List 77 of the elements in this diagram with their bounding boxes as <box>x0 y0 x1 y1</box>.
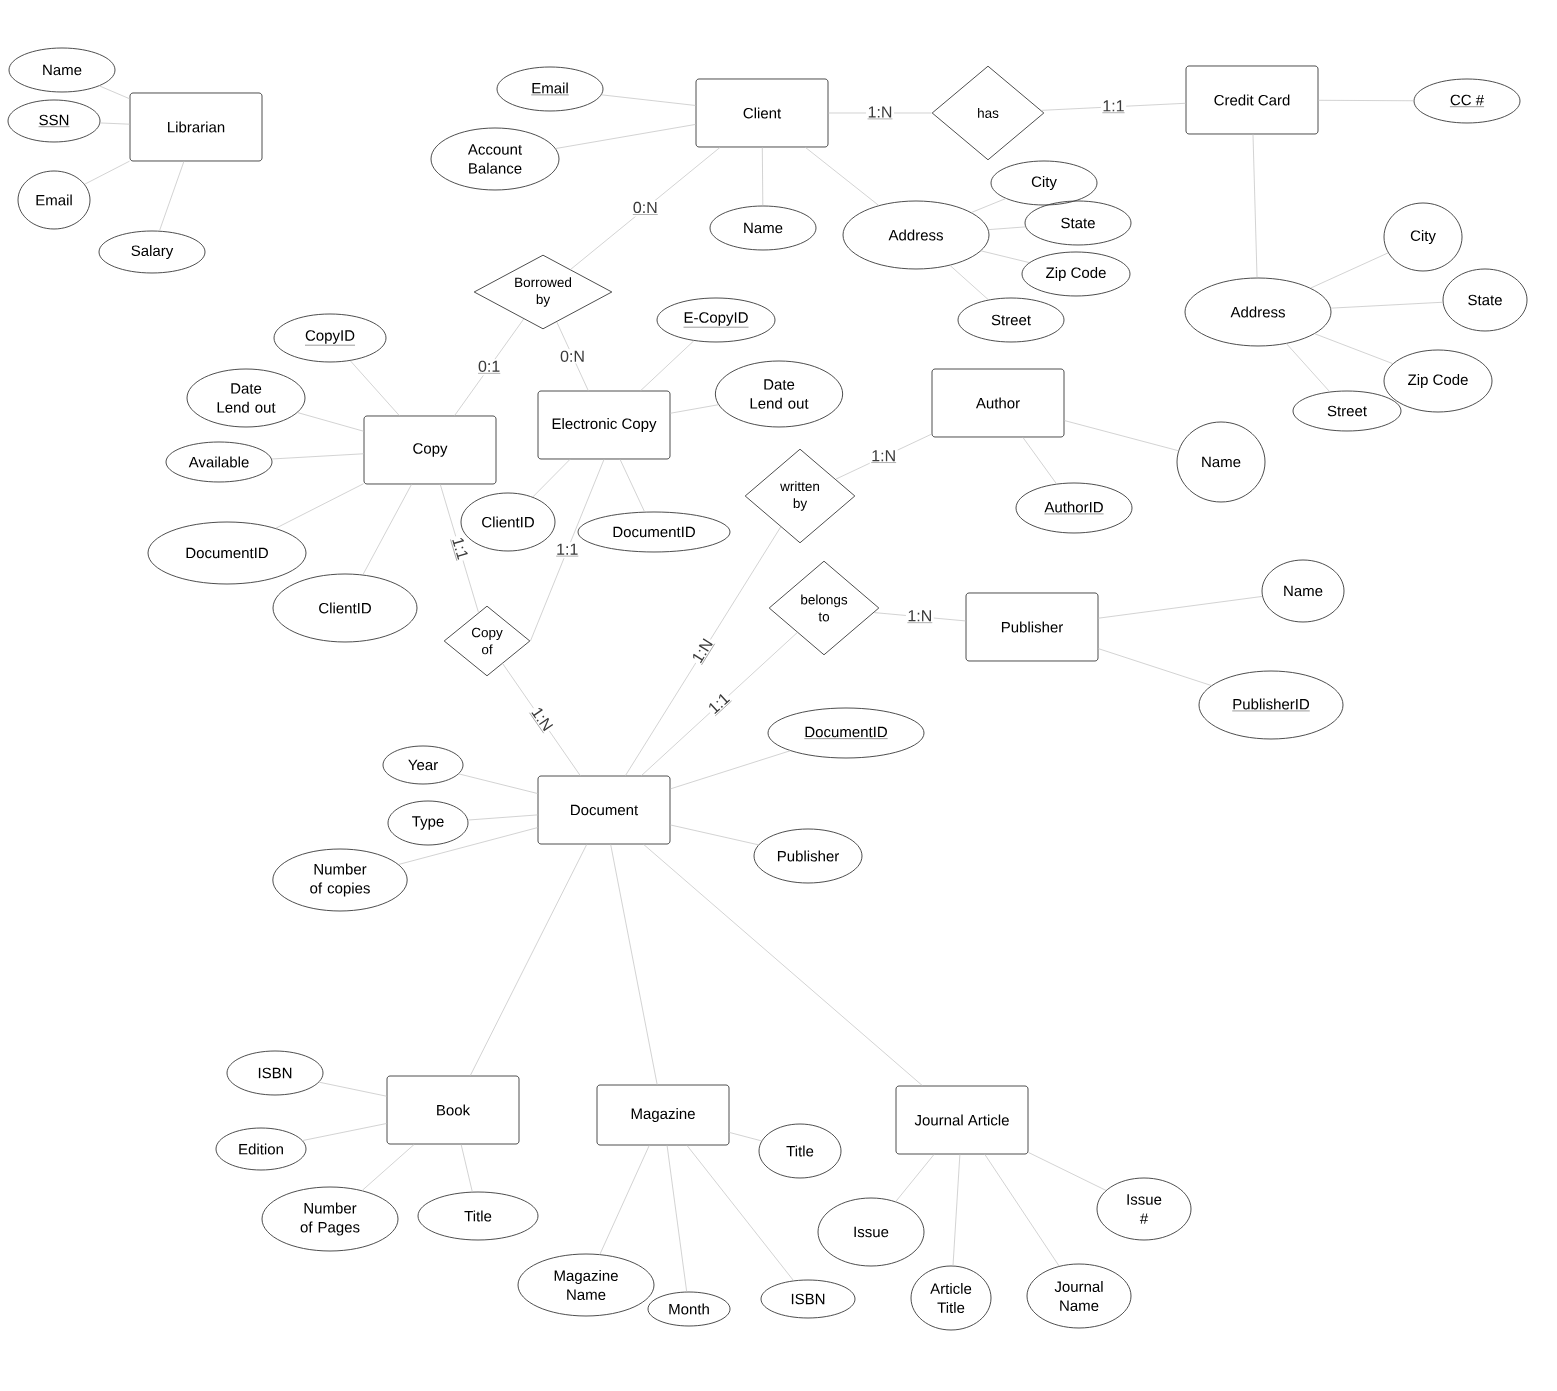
entity-box: Copy <box>363 415 497 485</box>
connector-line <box>1022 437 1057 485</box>
connector-line <box>302 1123 387 1141</box>
connector-line <box>318 1081 387 1097</box>
connector-line <box>99 122 130 125</box>
connector-line <box>729 1132 762 1142</box>
connector-line <box>1252 134 1258 278</box>
entity-box: Librarian <box>129 92 263 162</box>
connector-line <box>805 147 879 206</box>
connector-line <box>297 412 364 432</box>
entity-box: Client <box>695 78 829 148</box>
connector-line <box>1330 301 1444 309</box>
entity-box: Journal Article <box>895 1085 1029 1155</box>
cardinality-label: 1:N <box>905 608 934 625</box>
cardinality-label: 1:N <box>526 703 556 736</box>
connector-line <box>610 844 658 1085</box>
connector-line <box>980 250 1030 263</box>
connector-line <box>601 94 696 106</box>
cardinality-label: 1:1 <box>704 689 735 719</box>
cardinality-label: 0:N <box>631 200 660 217</box>
connector-line <box>1314 333 1394 364</box>
cardinality-label: 1:1 <box>448 534 471 563</box>
entity-box: Magazine <box>596 1084 730 1146</box>
connector-line <box>555 124 696 149</box>
connector-line <box>159 161 185 232</box>
cardinality-label: 1:N <box>688 635 718 668</box>
cardinality-label: 1:1 <box>1100 98 1127 115</box>
entity-box: Electronic Copy <box>537 390 671 460</box>
cardinality-label: 1:N <box>866 105 894 121</box>
connector-line <box>362 484 412 576</box>
connector-line <box>686 1145 794 1281</box>
connector-line <box>460 1144 473 1193</box>
connector-line <box>761 147 764 206</box>
connector-line <box>670 824 759 846</box>
cardinality-label: 0:N <box>558 349 587 364</box>
cardinality-label: 0:1 <box>476 359 502 376</box>
entity-box: Book <box>386 1075 520 1145</box>
connector-line <box>984 1154 1060 1267</box>
connector-line <box>643 844 923 1086</box>
connector-line <box>349 360 400 416</box>
connector-line <box>625 526 782 776</box>
connector-line <box>640 340 695 391</box>
connector-line <box>398 827 538 865</box>
connector-line <box>666 1145 688 1292</box>
connector-line <box>99 85 130 100</box>
connector-line <box>1098 596 1263 619</box>
connector-line <box>1064 420 1179 452</box>
connector-line <box>532 459 571 498</box>
connector-line <box>988 226 1026 231</box>
connector-line <box>952 1154 961 1266</box>
connector-line <box>641 632 798 776</box>
connector-line <box>619 459 645 513</box>
entity-box: Document <box>537 775 671 845</box>
connector-line <box>1286 343 1330 392</box>
connector-line <box>1318 99 1414 102</box>
connector-line <box>971 198 1006 213</box>
cardinality-label: 1:1 <box>554 542 580 559</box>
connector-line <box>670 750 791 790</box>
connector-line <box>458 773 538 794</box>
connector-line <box>1028 1152 1107 1191</box>
connector-line <box>275 483 364 529</box>
connector-line <box>84 160 130 185</box>
connector-line <box>1310 252 1389 289</box>
connector-line <box>670 404 719 414</box>
connector-line <box>530 459 605 642</box>
connector-line <box>1098 648 1212 686</box>
connector-line <box>469 844 588 1076</box>
entity-box: Author <box>931 368 1065 438</box>
connector-line <box>361 1144 415 1191</box>
entity-box: Publisher <box>965 592 1099 662</box>
entity-box: Credit Card <box>1185 65 1319 135</box>
connector-line <box>599 1145 650 1255</box>
connector-line <box>271 453 364 460</box>
cardinality-label: 1:N <box>869 448 898 465</box>
connector-line <box>949 265 989 301</box>
connector-line <box>895 1154 935 1202</box>
connector-line <box>467 814 538 821</box>
